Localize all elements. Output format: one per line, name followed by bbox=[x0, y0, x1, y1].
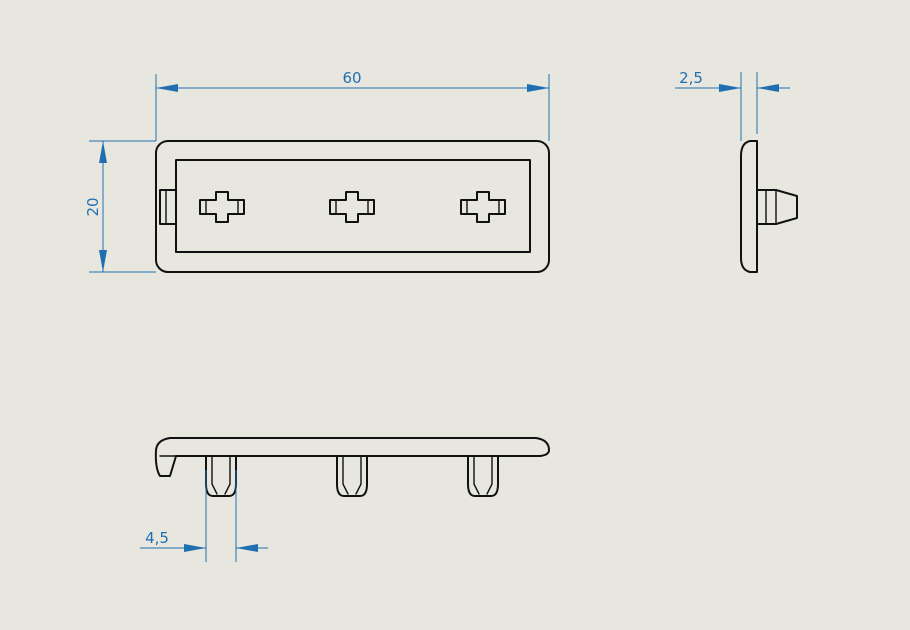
front-view-outer-outline bbox=[155, 140, 550, 273]
keyhole-slot-middle bbox=[329, 191, 375, 223]
dimension-thickness: 2,5 bbox=[675, 69, 790, 141]
bottom-view bbox=[154, 437, 550, 497]
dimension-clip-width-label: 4,5 bbox=[145, 529, 169, 547]
side-view-cap-outline bbox=[740, 140, 758, 273]
keyhole-slot-left bbox=[199, 191, 245, 223]
dimension-length: 60 bbox=[155, 69, 550, 141]
bottom-view-plate-outline bbox=[154, 437, 550, 477]
keyhole-slot-right bbox=[460, 191, 506, 223]
front-view bbox=[155, 140, 550, 273]
side-view-clip bbox=[756, 189, 798, 225]
bottom-view-clip-right bbox=[467, 455, 499, 497]
dimension-height: 20 bbox=[84, 140, 156, 273]
side-view bbox=[740, 140, 798, 273]
bottom-view-clip-left bbox=[205, 455, 237, 497]
dimension-thickness-label: 2,5 bbox=[679, 69, 703, 87]
front-view-left-tab bbox=[159, 189, 177, 225]
dimension-length-label: 60 bbox=[342, 69, 361, 87]
bottom-view-clip-middle bbox=[336, 455, 368, 497]
dimension-clip-width: 4,5 bbox=[140, 470, 268, 562]
dimension-height-label: 20 bbox=[84, 197, 102, 216]
front-view-inner-recess bbox=[175, 159, 531, 253]
